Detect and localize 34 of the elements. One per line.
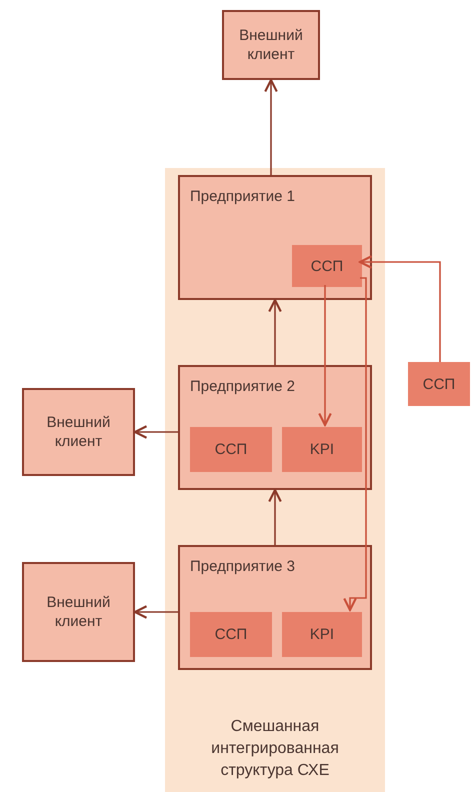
enterprise-title: Предприятие 3 [190,557,295,576]
kpi-label: KPI [310,625,334,644]
kpi-box [282,612,362,657]
enterprise-box [178,365,372,490]
arrow [268,298,282,365]
scorecard-label: ССП [214,440,248,459]
kpi-box [282,427,362,472]
scorecard-label: ССП [310,256,344,276]
arrow [268,488,282,545]
arrow [343,277,367,612]
client-box [22,388,135,476]
structure-band [165,168,385,792]
enterprise-box [178,175,372,300]
scorecard-box [190,427,272,472]
arrow [358,255,441,362]
scorecard-label: ССП [214,625,248,644]
client-box [22,562,135,662]
client-label: Внешний клиент [46,413,112,451]
client-box [222,10,320,80]
arrow [134,605,178,619]
scorecard-box [190,612,272,657]
kpi-label: KPI [310,440,334,459]
scorecard-box [408,362,470,406]
enterprise-title: Предприятие 1 [190,187,295,206]
client-label: Внешний клиент [238,26,304,64]
arrow [134,425,178,439]
band-title: Смешанная интегрированная структура СХЕ [210,717,340,781]
enterprise-box [178,545,372,670]
scorecard-box [292,245,362,287]
enterprise-title: Предприятие 2 [190,377,295,396]
arrow [264,78,278,175]
client-label: Внешний клиент [46,593,112,631]
scorecard-label: ССП [422,374,456,394]
arrow [318,285,332,426]
